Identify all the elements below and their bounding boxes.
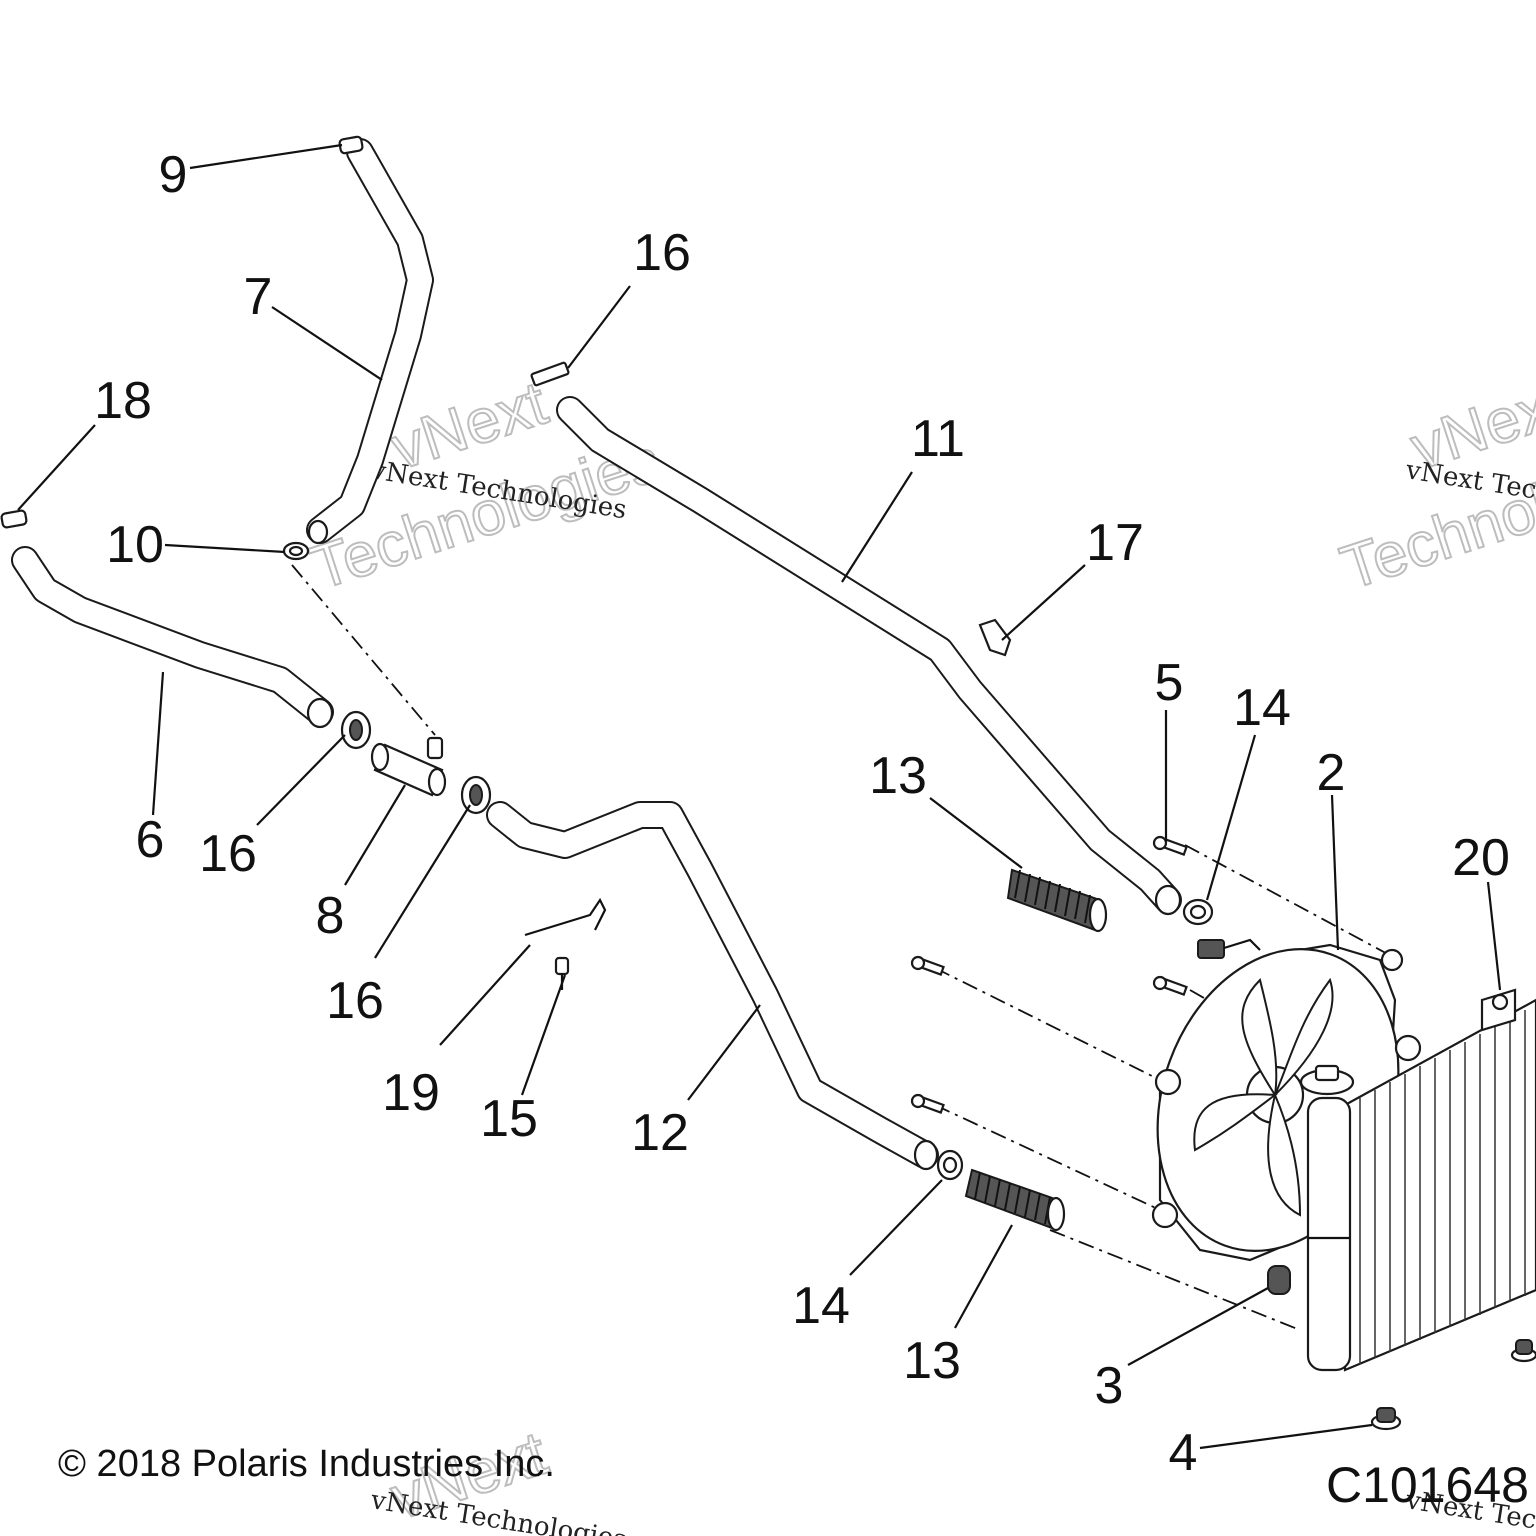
- callout-16-a: 16: [199, 825, 257, 883]
- callout-18: 18: [94, 372, 152, 430]
- callout-3: 3: [1095, 1357, 1124, 1415]
- hose-11: [556, 396, 1182, 916]
- clamp-16-c: [460, 775, 492, 815]
- callout-16-c: 16: [326, 972, 384, 1030]
- callout-8: 8: [316, 887, 345, 945]
- hose-6: [11, 546, 334, 729]
- callout-10: 10: [106, 516, 164, 574]
- callout-9: 9: [159, 146, 188, 204]
- spring-13-b: [964, 1168, 1066, 1232]
- bolt-lower-left: [910, 1093, 945, 1114]
- callout-16-b: 16: [633, 224, 691, 282]
- connector-8: [370, 736, 447, 797]
- figure-id: C101648: [1326, 1457, 1529, 1513]
- clamp-18: [0, 509, 28, 529]
- callout-14-b: 14: [792, 1277, 850, 1335]
- callout-15: 15: [480, 1090, 538, 1148]
- clamp-9: [338, 135, 364, 155]
- copyright-notice: © 2018 Polaris Industries Inc.: [58, 1443, 555, 1485]
- clamp-14-b: [936, 1149, 964, 1181]
- callout-12: 12: [631, 1104, 689, 1162]
- callout-13-a: 13: [869, 747, 927, 805]
- bolt-upper-left: [910, 955, 945, 976]
- clamp-10: [282, 541, 310, 561]
- mount-20: [1480, 988, 1517, 1032]
- clamp-14-a: [1182, 898, 1214, 926]
- grommet-4: [1370, 1407, 1402, 1431]
- bolt-mid: [1152, 975, 1188, 996]
- radiator: [1299, 998, 1536, 1372]
- callout-20: 20: [1452, 829, 1510, 887]
- grommet-right: [1510, 1339, 1536, 1363]
- callouts: 9 7 18 10 6 16 8 16 16 11 17 5 14 2 20 1…: [94, 146, 1510, 1482]
- clip-16-b: [530, 361, 570, 387]
- callout-11: 11: [911, 410, 965, 468]
- callout-5: 5: [1155, 654, 1184, 712]
- callout-4: 4: [1169, 1424, 1198, 1482]
- clip-19: [524, 897, 607, 937]
- callout-2: 2: [1317, 744, 1346, 802]
- clamp-16-a: [340, 710, 372, 750]
- bolt-5: [1152, 835, 1188, 856]
- callout-7: 7: [244, 268, 273, 326]
- callout-13-b: 13: [903, 1332, 961, 1390]
- bracket-17: [978, 618, 1012, 657]
- hose-7: [306, 138, 434, 545]
- grommet-3: [1267, 1265, 1291, 1295]
- fan-connector: [1197, 938, 1261, 959]
- assembly-lines: [291, 564, 1396, 1331]
- leader-lines: [17, 143, 1502, 1450]
- callout-14-a: 14: [1233, 679, 1291, 737]
- spring-13-a: [1006, 868, 1108, 933]
- callout-6: 6: [136, 811, 165, 869]
- hose-12: [486, 801, 939, 1171]
- callout-17: 17: [1086, 514, 1144, 572]
- callout-19: 19: [382, 1064, 440, 1122]
